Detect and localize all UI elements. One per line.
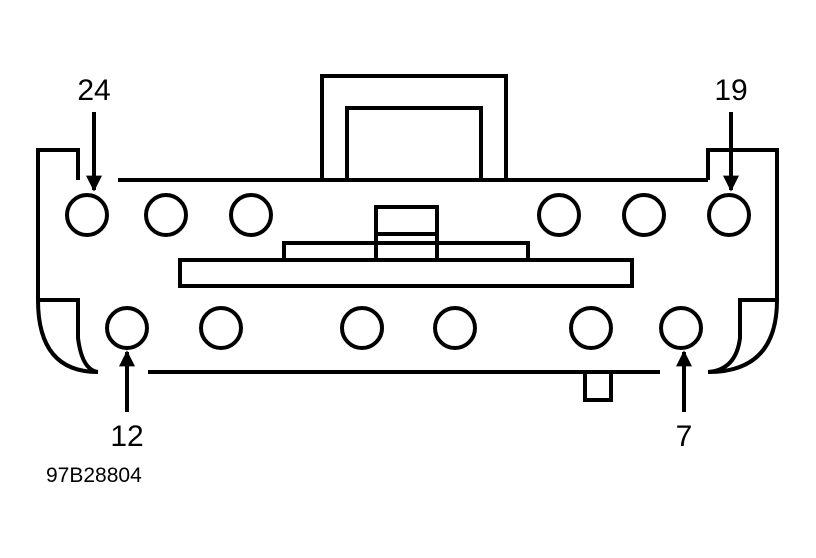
connector-body-right-outline <box>706 148 779 374</box>
center-rib-bar <box>178 258 634 288</box>
center-key-lower <box>374 232 439 262</box>
pin-cavity <box>199 306 243 350</box>
pin-label-12: 12 <box>110 420 143 453</box>
pin-cavity <box>65 193 109 237</box>
pin-label-24: 24 <box>77 74 110 107</box>
locking-latch-inner <box>345 106 483 180</box>
center-rib-step <box>282 241 530 262</box>
pin-cavity <box>229 193 273 237</box>
pin-cavity <box>659 306 703 350</box>
pin-cavity <box>433 306 477 350</box>
pin-cavity <box>340 306 384 350</box>
connector-body-outline <box>36 148 99 374</box>
pin-label-7: 7 <box>676 420 693 453</box>
pin-cavity <box>622 193 666 237</box>
pin-cavity <box>569 306 613 350</box>
pin-cavity <box>707 193 751 237</box>
center-key-upper <box>374 205 439 236</box>
pin-cavity <box>105 306 149 350</box>
pin-label-19: 19 <box>714 74 747 107</box>
locking-latch-outer <box>320 74 508 180</box>
pin-cavity <box>144 193 188 237</box>
polarizing-tab <box>583 374 613 402</box>
connector-left-rounded-edge <box>36 299 99 374</box>
pin-cavity <box>537 193 581 237</box>
connector-right-rounded-edge <box>707 299 779 374</box>
figure-reference-code: 97B28804 <box>46 464 142 487</box>
